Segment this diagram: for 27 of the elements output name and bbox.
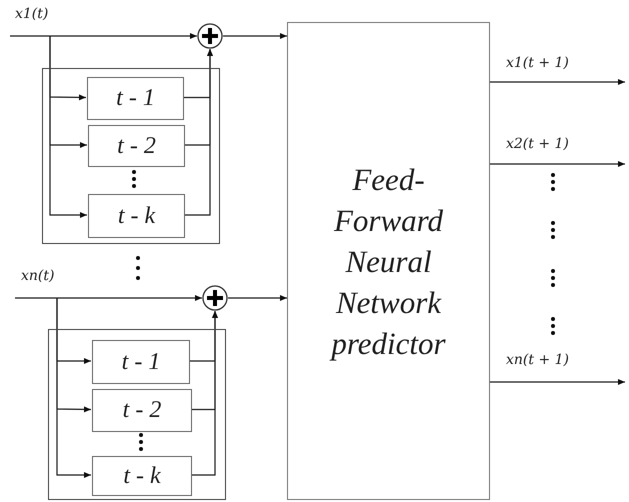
delay-group-box xyxy=(48,329,226,500)
delay-box: t - k xyxy=(88,194,185,238)
delay-box: t - 2 xyxy=(88,125,185,167)
arrow xyxy=(228,295,287,301)
delay-box: t - 1 xyxy=(87,77,184,120)
arrow xyxy=(490,161,625,167)
summation-circle xyxy=(197,23,223,49)
arrow xyxy=(49,36,87,218)
edge-label: x1(t + 1) xyxy=(505,55,570,71)
arrow xyxy=(490,379,625,385)
arrow xyxy=(15,295,202,301)
arrow xyxy=(10,33,197,39)
edge-label: xn(t + 1) xyxy=(505,352,570,368)
edge-label: x1(t) xyxy=(14,6,50,22)
predictor-box: Feed-Forward Neural Network predictor xyxy=(287,22,490,500)
arrow xyxy=(490,79,625,85)
arrow xyxy=(184,49,213,216)
delay-box: t - 1 xyxy=(92,340,190,384)
arrow xyxy=(56,298,91,478)
arrow xyxy=(191,311,218,476)
edge-label: xn(t) xyxy=(20,268,56,284)
arrow xyxy=(223,33,287,39)
delay-box: t - 2 xyxy=(92,389,192,432)
delay-group-box xyxy=(42,68,220,244)
delay-box: t - k xyxy=(92,456,192,496)
edge-label: x2(t + 1) xyxy=(505,136,570,152)
summation-circle xyxy=(202,285,228,311)
